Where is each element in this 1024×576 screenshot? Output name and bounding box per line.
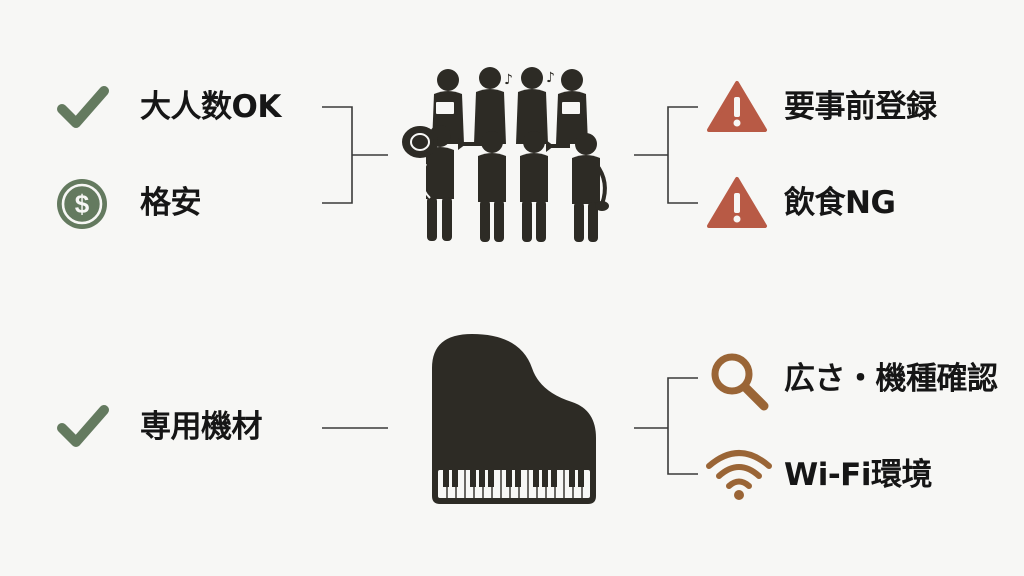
- label-check-size-and-model: 広さ・機種確認: [784, 361, 998, 397]
- label-cheap: 格安: [140, 185, 202, 221]
- dollar-icon: $: [57, 179, 107, 229]
- label-many-people-ok: 大人数OK: [140, 89, 281, 125]
- label-wifi-environment: Wi-Fi環境: [784, 457, 933, 493]
- warning-icon: [707, 81, 767, 132]
- check-icon: [57, 86, 109, 128]
- magnifier-icon: [711, 353, 769, 411]
- warning-icon: [707, 177, 767, 228]
- svg-text:♪: ♪: [546, 70, 555, 86]
- label-no-food-drink: 飲食NG: [784, 185, 896, 221]
- label-pre-registration-required: 要事前登録: [784, 89, 937, 125]
- grand-piano-icon: [432, 334, 596, 504]
- label-dedicated-equipment: 専用機材: [140, 409, 263, 445]
- ensemble-musicians-icon: ♪ ♪: [402, 67, 609, 242]
- check-icon: [57, 405, 109, 447]
- wifi-icon: [706, 450, 772, 500]
- svg-text:$: $: [75, 189, 90, 219]
- svg-text:♪: ♪: [504, 72, 513, 88]
